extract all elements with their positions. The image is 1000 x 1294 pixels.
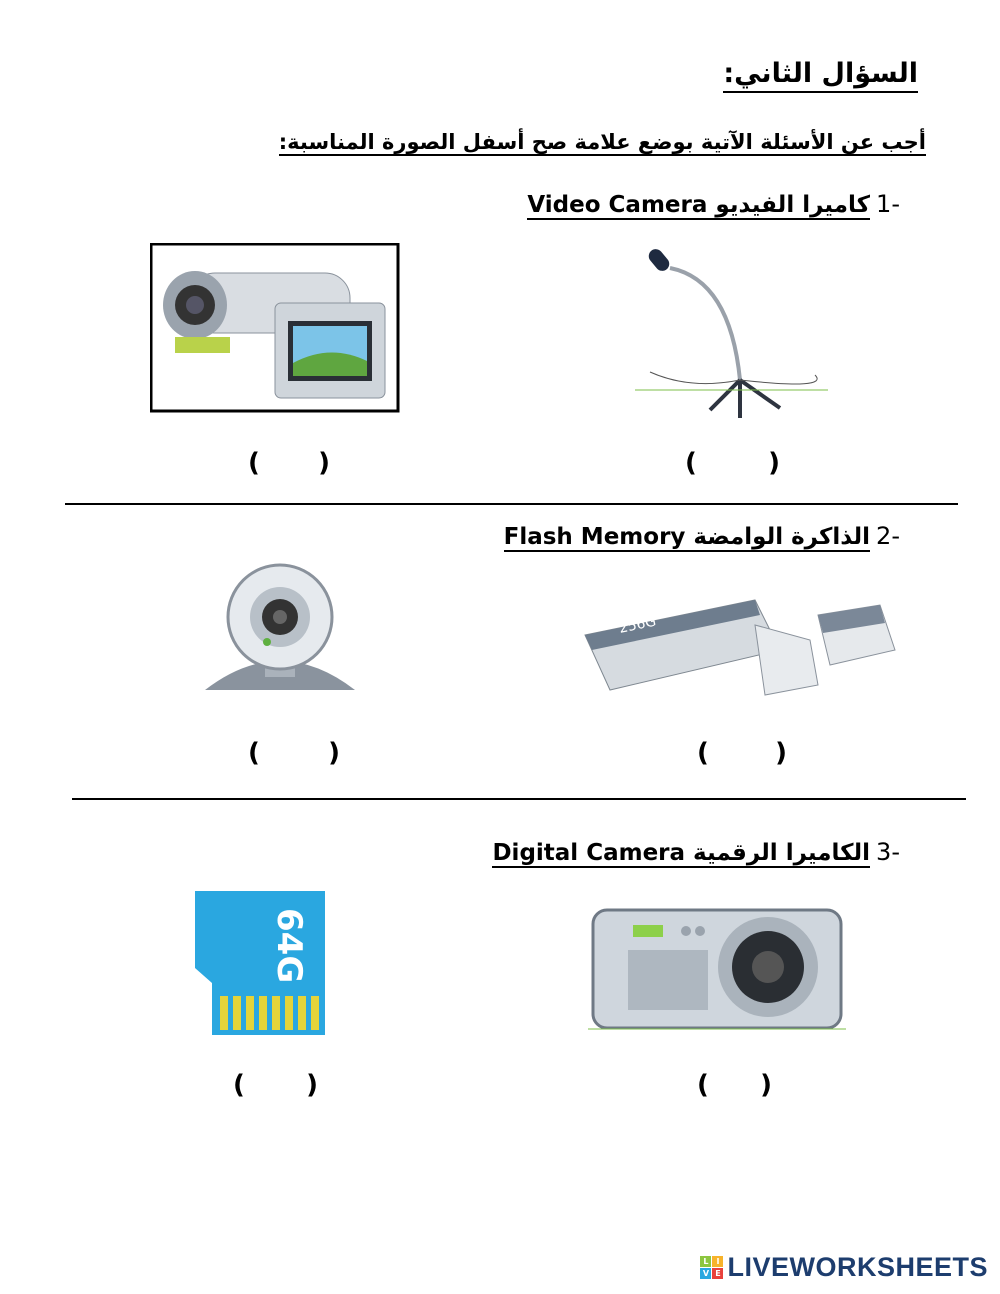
question-3: -3 الكاميرا الرقمية Digital Camera [492, 838, 900, 868]
logo-icon: L I V E [700, 1256, 724, 1279]
paren-close: ) [328, 738, 340, 768]
paren-open: ( [248, 448, 260, 478]
digital-camera-image[interactable] [588, 905, 848, 1035]
paren-close: ) [768, 448, 780, 478]
page-title: السؤال الثاني: [723, 58, 918, 93]
paren-close: ) [318, 448, 330, 478]
sd-capacity-label: 64G [269, 908, 309, 983]
instruction: أجب عن الأسئلة الآتية بوضع علامة صح أسفل… [278, 130, 926, 156]
answer-box-video-camera[interactable]: () [248, 448, 330, 478]
logo-letter: V [700, 1268, 712, 1279]
paren-open: ( [697, 1070, 709, 1100]
answer-box-memory-card[interactable]: () [233, 1070, 318, 1100]
logo-letter: L [700, 1256, 712, 1267]
question-number: -3 [876, 838, 900, 866]
question-number: -1 [876, 190, 900, 218]
question-label: كاميرا الفيديو Video Camera [527, 192, 871, 220]
question-label: الذاكرة الوامضة Flash Memory [503, 524, 871, 552]
answer-box-webcam[interactable]: () [248, 738, 340, 768]
paren-open: ( [685, 448, 697, 478]
paren-close: ) [760, 1070, 772, 1100]
question-2: -2 الذاكرة الوامضة Flash Memory [503, 522, 900, 552]
logo-text: LIVEWORKSHEETS [727, 1252, 988, 1282]
answer-box-microphone[interactable]: () [685, 448, 780, 478]
logo-letter: E [712, 1268, 724, 1279]
flash-memory-image[interactable]: 256G [580, 595, 900, 705]
question-label: الكاميرا الرقمية Digital Camera [492, 840, 871, 868]
answer-box-digital-camera[interactable]: () [697, 1070, 772, 1100]
microphone-image[interactable] [630, 240, 830, 420]
video-camera-image[interactable] [150, 243, 400, 413]
paren-close: ) [775, 738, 787, 768]
question-1: -1 كاميرا الفيديو Video Camera [527, 190, 900, 220]
divider [65, 503, 958, 505]
flash-capacity-label: 256G [618, 613, 658, 636]
answer-box-flash-memory[interactable]: () [697, 738, 787, 768]
question-number: -2 [876, 522, 900, 550]
divider [72, 798, 966, 800]
liveworksheets-logo: L I V E LIVEWORKSHEETS [700, 1252, 988, 1283]
paren-open: ( [248, 738, 260, 768]
logo-letter: I [712, 1256, 724, 1267]
paren-open: ( [233, 1070, 245, 1100]
paren-open: ( [697, 738, 709, 768]
memory-card-image[interactable]: 64G [190, 888, 330, 1038]
paren-close: ) [306, 1070, 318, 1100]
webcam-image[interactable] [195, 562, 365, 707]
